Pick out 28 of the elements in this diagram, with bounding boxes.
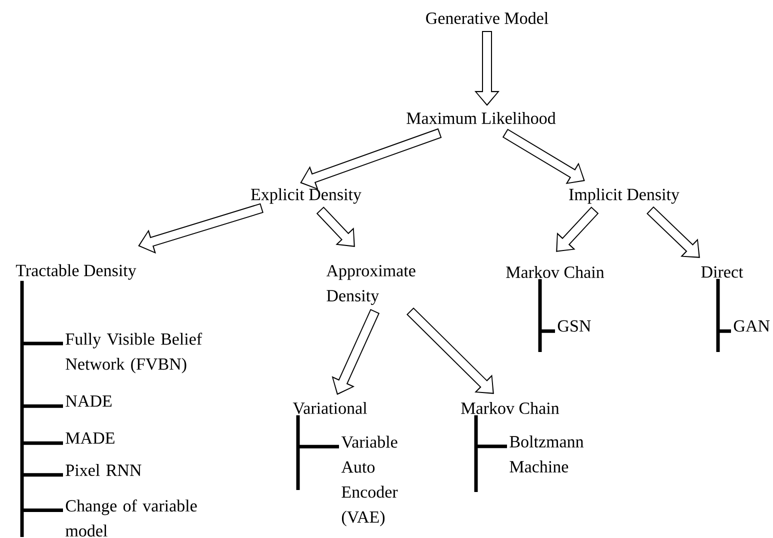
method-label: Change of variable model (66, 499, 197, 537)
bracket-line (474, 413, 509, 494)
method-label: MADE (66, 432, 114, 444)
bracket-line (20, 279, 65, 538)
method-label: Variable Auto Encoder (VAE) (341, 436, 398, 526)
category-label: Approximate Density (326, 265, 416, 305)
category-label: Maximum Likelihood (406, 112, 556, 124)
bracket-line (716, 277, 733, 354)
bracket-line (538, 277, 557, 354)
category-label: Explicit Density (251, 188, 362, 204)
method-label: Fully Visible Belief Network (FVBN) (66, 332, 202, 374)
method-label: NADE (66, 395, 112, 407)
category-label: Implicit Density (569, 188, 680, 204)
method-label: Pixel RNN (66, 464, 142, 476)
category-label: Direct (701, 266, 744, 278)
hollow-arrow (646, 206, 700, 258)
method-label: GSN (558, 320, 591, 332)
hollow-arrow (316, 206, 355, 247)
category-label: Markov Chain (461, 402, 560, 414)
category-label: Markov Chain (506, 266, 604, 278)
heading-label: Generative Model (426, 12, 548, 24)
hollow-arrow (406, 307, 494, 394)
hollow-arrow (556, 206, 599, 252)
method-label: GAN (734, 320, 770, 332)
category-label: Tractable Density (16, 264, 136, 280)
bracket-line (296, 413, 341, 492)
method-label: Boltzmann Machine (510, 436, 584, 472)
category-label: Variational (292, 402, 367, 414)
